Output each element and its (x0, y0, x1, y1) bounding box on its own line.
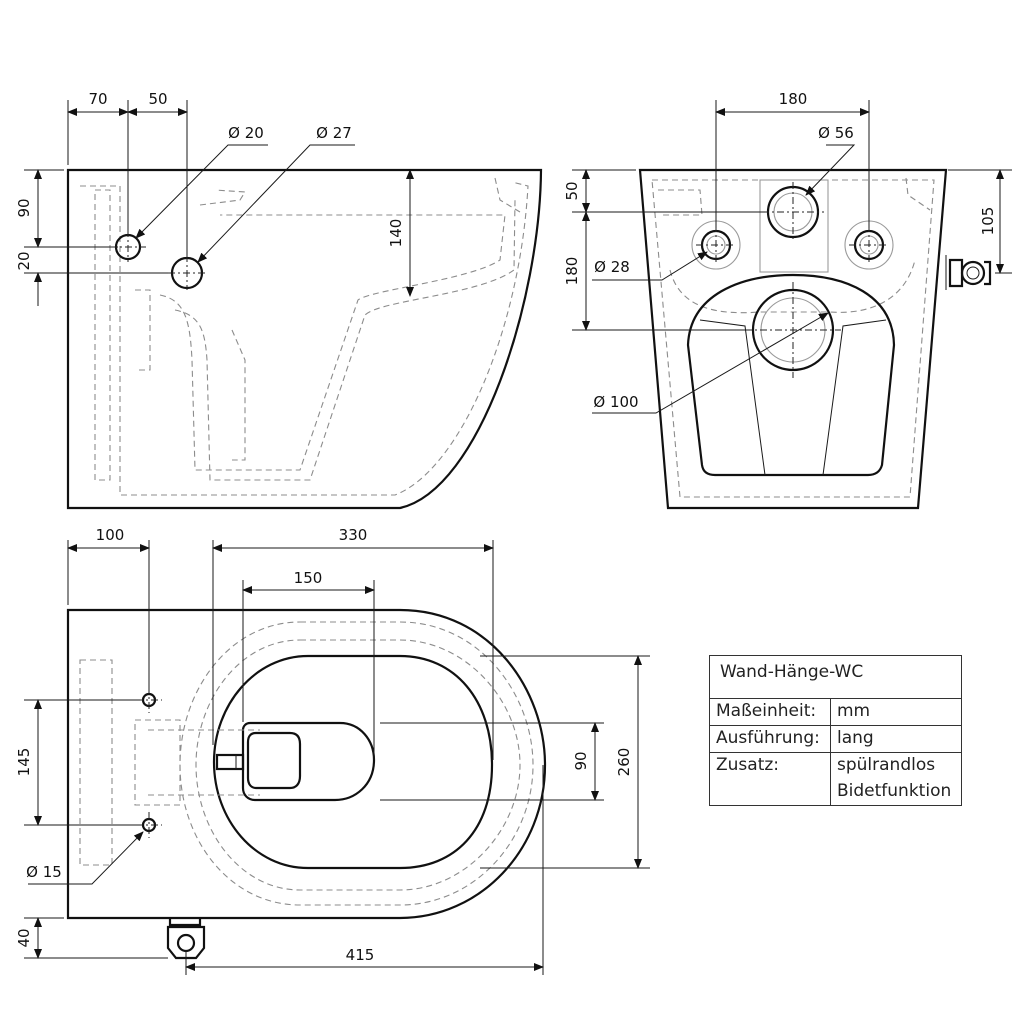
spec-row: Zusatz: spülrandlos (709, 752, 962, 779)
dim-20-left: 20 (15, 251, 33, 270)
spec-row: Maßeinheit: mm (709, 698, 962, 726)
dim-50-rear: 50 (563, 181, 581, 200)
side-view (24, 100, 543, 510)
dim-140: 140 (387, 219, 405, 248)
dim-150: 150 (294, 569, 323, 587)
dim-90-left: 90 (15, 198, 33, 217)
dim-180-top: 180 (779, 90, 808, 108)
dim-145: 145 (15, 748, 33, 777)
dim-70: 70 (88, 90, 107, 108)
spec-table-title: Wand-Hänge-WC (709, 655, 962, 699)
top-view (24, 540, 650, 975)
dim-diameter-100: Ø 100 (593, 393, 638, 411)
dim-diameter-28: Ø 28 (594, 258, 630, 276)
dim-40: 40 (15, 928, 33, 947)
spec-label (709, 779, 831, 806)
dim-diameter-15: Ø 15 (26, 863, 62, 881)
spec-row: Bidetfunktion (709, 779, 962, 806)
spec-label: Maßeinheit: (709, 698, 831, 726)
dim-90-top: 90 (572, 751, 590, 770)
spec-label: Ausführung: (709, 725, 831, 753)
spec-value: lang (830, 725, 962, 753)
dim-180-rear: 180 (563, 257, 581, 286)
dim-330: 330 (339, 526, 368, 544)
dim-100: 100 (96, 526, 125, 544)
dim-diameter-56: Ø 56 (818, 124, 854, 142)
spec-value: Bidetfunktion (830, 779, 962, 806)
spec-value: mm (830, 698, 962, 726)
dim-diameter-20: Ø 20 (228, 124, 264, 142)
dim-105: 105 (979, 207, 997, 236)
spec-label: Zusatz: (709, 752, 831, 779)
dim-50-top: 50 (148, 90, 167, 108)
spec-table: Wand-Hänge-WC Maßeinheit: mm Ausführung:… (709, 655, 962, 806)
dim-260: 260 (615, 748, 633, 777)
dim-415: 415 (346, 946, 375, 964)
dim-diameter-27: Ø 27 (316, 124, 352, 142)
spec-value: spülrandlos (830, 752, 962, 779)
spec-row: Ausführung: lang (709, 725, 962, 753)
rear-view (572, 100, 1012, 510)
